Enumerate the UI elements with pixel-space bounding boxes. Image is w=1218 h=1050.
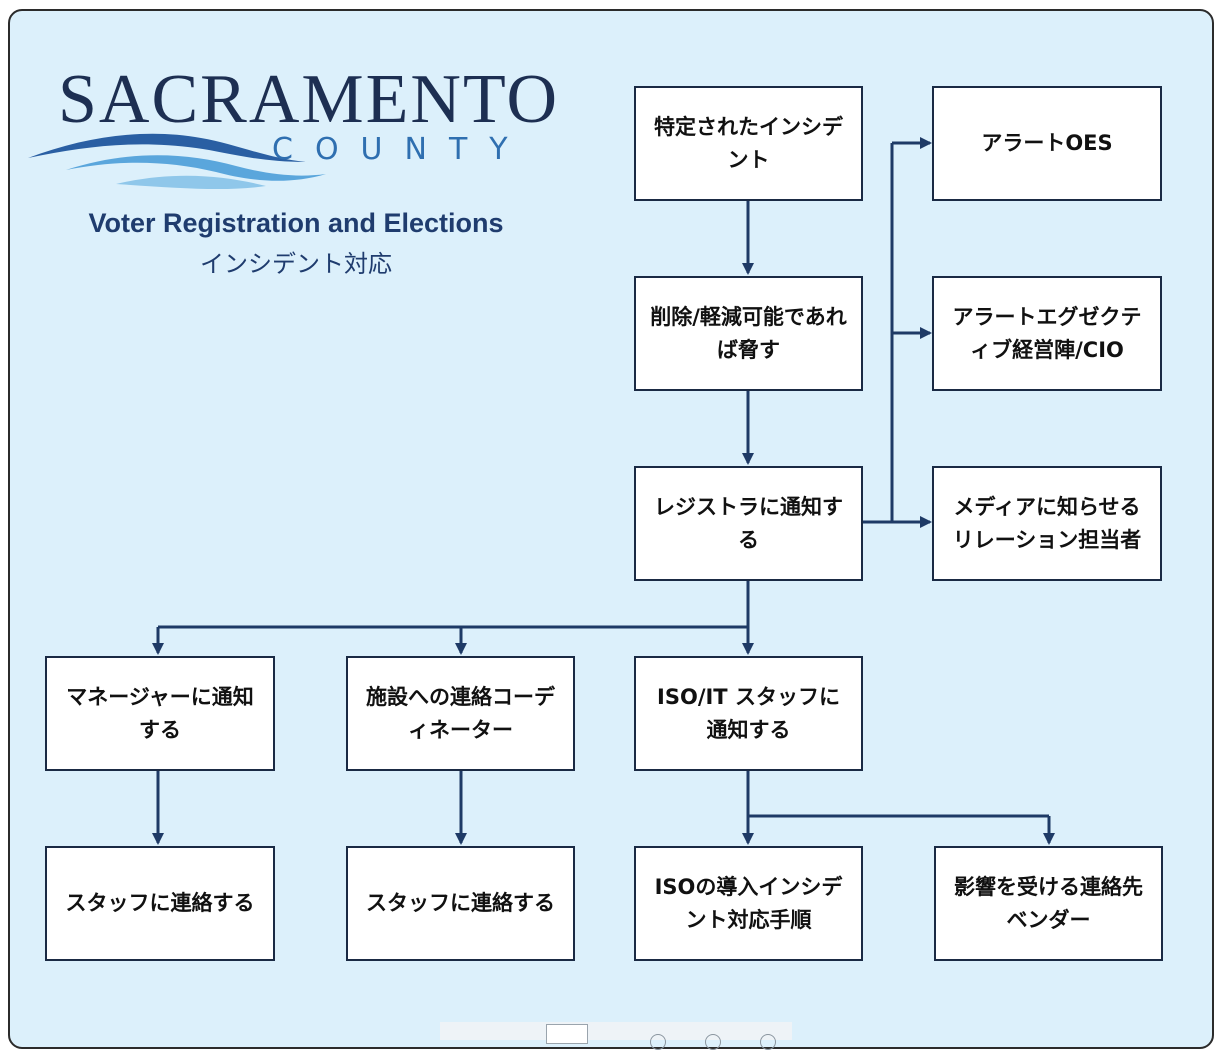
node-alert-executive: アラートエグゼクティブ経営陣/CIO [932, 276, 1162, 391]
node-notify-registrar-label: レジストラに通知する [654, 494, 843, 552]
wave-logo-icon [28, 133, 326, 190]
nav-dot-icon[interactable] [650, 1034, 666, 1050]
node-notify-manager-label: マネージャーに通知する [66, 684, 254, 742]
node-contact-staff-1: スタッフに連絡する [45, 846, 275, 961]
node-remove-mitigate-label: 削除/軽減可能であれば脅す [650, 304, 847, 362]
node-alert-oes-label: アラートOES [981, 131, 1113, 156]
node-media-relations: メディアに知らせるリレーション担当者 [932, 466, 1162, 581]
node-notify-iso-it: ISO/IT スタッフに通知する [634, 656, 863, 771]
node-contact-staff-2-label: スタッフに連絡する [366, 891, 555, 916]
node-iso-procedure: ISOの導入インシデント対応手順 [634, 846, 863, 961]
node-alert-oes: アラートOES [932, 86, 1162, 201]
logo-subtext: COUNTY [272, 132, 530, 167]
diagram-title: Voter Registration and Elections [88, 208, 504, 238]
page-number-input[interactable] [546, 1024, 588, 1044]
node-identified-incident-label: 特定されたインシデント [654, 114, 843, 172]
node-remove-mitigate: 削除/軽減可能であれば脅す [634, 276, 863, 391]
node-notify-iso-it-label: ISO/IT スタッフに通知する [657, 684, 840, 742]
logo-wordmark: SACRAMENTO [58, 61, 560, 138]
node-contact-staff-2: スタッフに連絡する [346, 846, 575, 961]
sacramento-county-logo: SACRAMENTO COUNTY [26, 61, 557, 201]
nav-dot-icon[interactable] [705, 1034, 721, 1050]
node-vendor-contact: 影響を受ける連絡先ベンダー [934, 846, 1163, 961]
node-notify-manager: マネージャーに通知する [45, 656, 275, 771]
node-facility-coordinator: 施設への連絡コーディネーター [346, 656, 575, 771]
node-contact-staff-1-label: スタッフに連絡する [65, 891, 255, 916]
node-identified-incident: 特定されたインシデント [634, 86, 863, 201]
node-alert-executive-label: アラートエグゼクティブ経営陣/CIO [952, 304, 1142, 362]
node-media-relations-label: メディアに知らせるリレーション担当者 [952, 494, 1142, 552]
node-vendor-contact-label: 影響を受ける連絡先ベンダー [954, 874, 1143, 932]
node-notify-registrar: レジストラに通知する [634, 466, 863, 581]
node-facility-coordinator-label: 施設への連絡コーディネーター [366, 684, 555, 742]
nav-dot-icon[interactable] [760, 1034, 776, 1050]
diagram-subtitle: インシデント対応 [200, 250, 392, 278]
viewer-toolbar [440, 1022, 792, 1040]
node-iso-procedure-label: ISOの導入インシデント対応手順 [654, 874, 843, 932]
